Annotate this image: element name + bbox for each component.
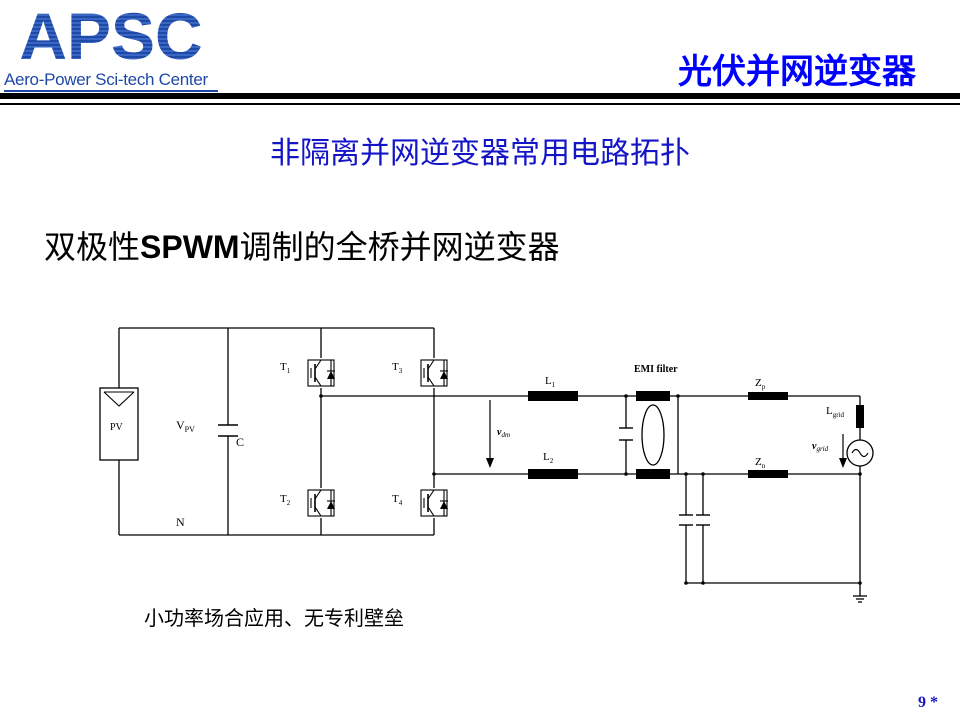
logo-underline — [4, 90, 218, 92]
slide-topic: 双极性SPWM调制的全桥并网逆变器 — [44, 222, 560, 268]
impedance-zn-icon — [748, 470, 788, 478]
svg-text:APSC: APSC — [19, 4, 202, 66]
dc-capacitor-symbol — [218, 424, 238, 437]
header-title: 光伏并网逆变器 — [678, 52, 916, 92]
switch-t2-icon — [307, 489, 335, 517]
footnote-text: 小功率场合应用、无专利壁垒 — [144, 606, 404, 630]
pv-label: PV — [110, 422, 124, 433]
emi-choke-bottom-icon — [636, 469, 670, 479]
vdm-label: vdm — [497, 427, 510, 439]
t4-label: T4 — [392, 493, 403, 507]
inductor-l2-icon — [528, 469, 578, 479]
zn-label: Zn — [755, 456, 766, 470]
topic-prefix: 双极性 — [44, 228, 141, 266]
slide-subtitle: 非隔离并网逆变器常用电路拓扑 — [270, 136, 690, 171]
inductor-l1-icon — [528, 391, 578, 401]
t2-label: T2 — [280, 493, 291, 507]
logo-subtitle: Aero-Power Sci-tech Center — [4, 70, 208, 89]
switch-t3-icon — [420, 359, 448, 387]
grid-source-icon — [846, 439, 874, 467]
emi-core-icon — [641, 404, 665, 466]
vdm-arrow-icon — [486, 400, 494, 468]
t1-label: T1 — [280, 361, 291, 375]
y-capacitor-icon — [679, 514, 710, 526]
apsc-logo: APSC Aero-Power Sci-tech Center — [4, 4, 218, 92]
neutral-label: N — [176, 515, 185, 529]
t3-label: T3 — [392, 361, 403, 375]
emi-choke-top-icon — [636, 391, 670, 401]
header-rule-thick — [0, 93, 960, 99]
switch-t4-icon — [420, 489, 448, 517]
emi-filter-label: EMI filter — [634, 364, 678, 375]
capacitor-label: C — [236, 435, 244, 449]
vgrid-label: vgrid — [812, 441, 829, 453]
topic-bold: SPWM — [140, 229, 240, 265]
l2-label: L2 — [543, 451, 554, 465]
vpv-label: VPV — [176, 418, 195, 434]
emi-x-capacitor-icon — [619, 427, 633, 441]
grid-inductor-icon — [856, 405, 864, 428]
zp-label: Zp — [755, 377, 766, 391]
pv-panel-icon: PV — [99, 387, 139, 461]
l1-label: L1 — [545, 375, 556, 389]
vgrid-arrow-icon — [839, 434, 847, 468]
junction-dots — [319, 394, 862, 585]
logo-wordmark: APSC — [4, 4, 218, 66]
switch-t1-icon — [307, 359, 335, 387]
header-rule-thin — [0, 103, 960, 105]
lgrid-label: Lgrid — [826, 405, 845, 419]
page-number: 9 * — [918, 694, 938, 711]
impedance-zp-icon — [748, 392, 788, 400]
topic-suffix: 调制的全桥并网逆变器 — [239, 228, 560, 266]
